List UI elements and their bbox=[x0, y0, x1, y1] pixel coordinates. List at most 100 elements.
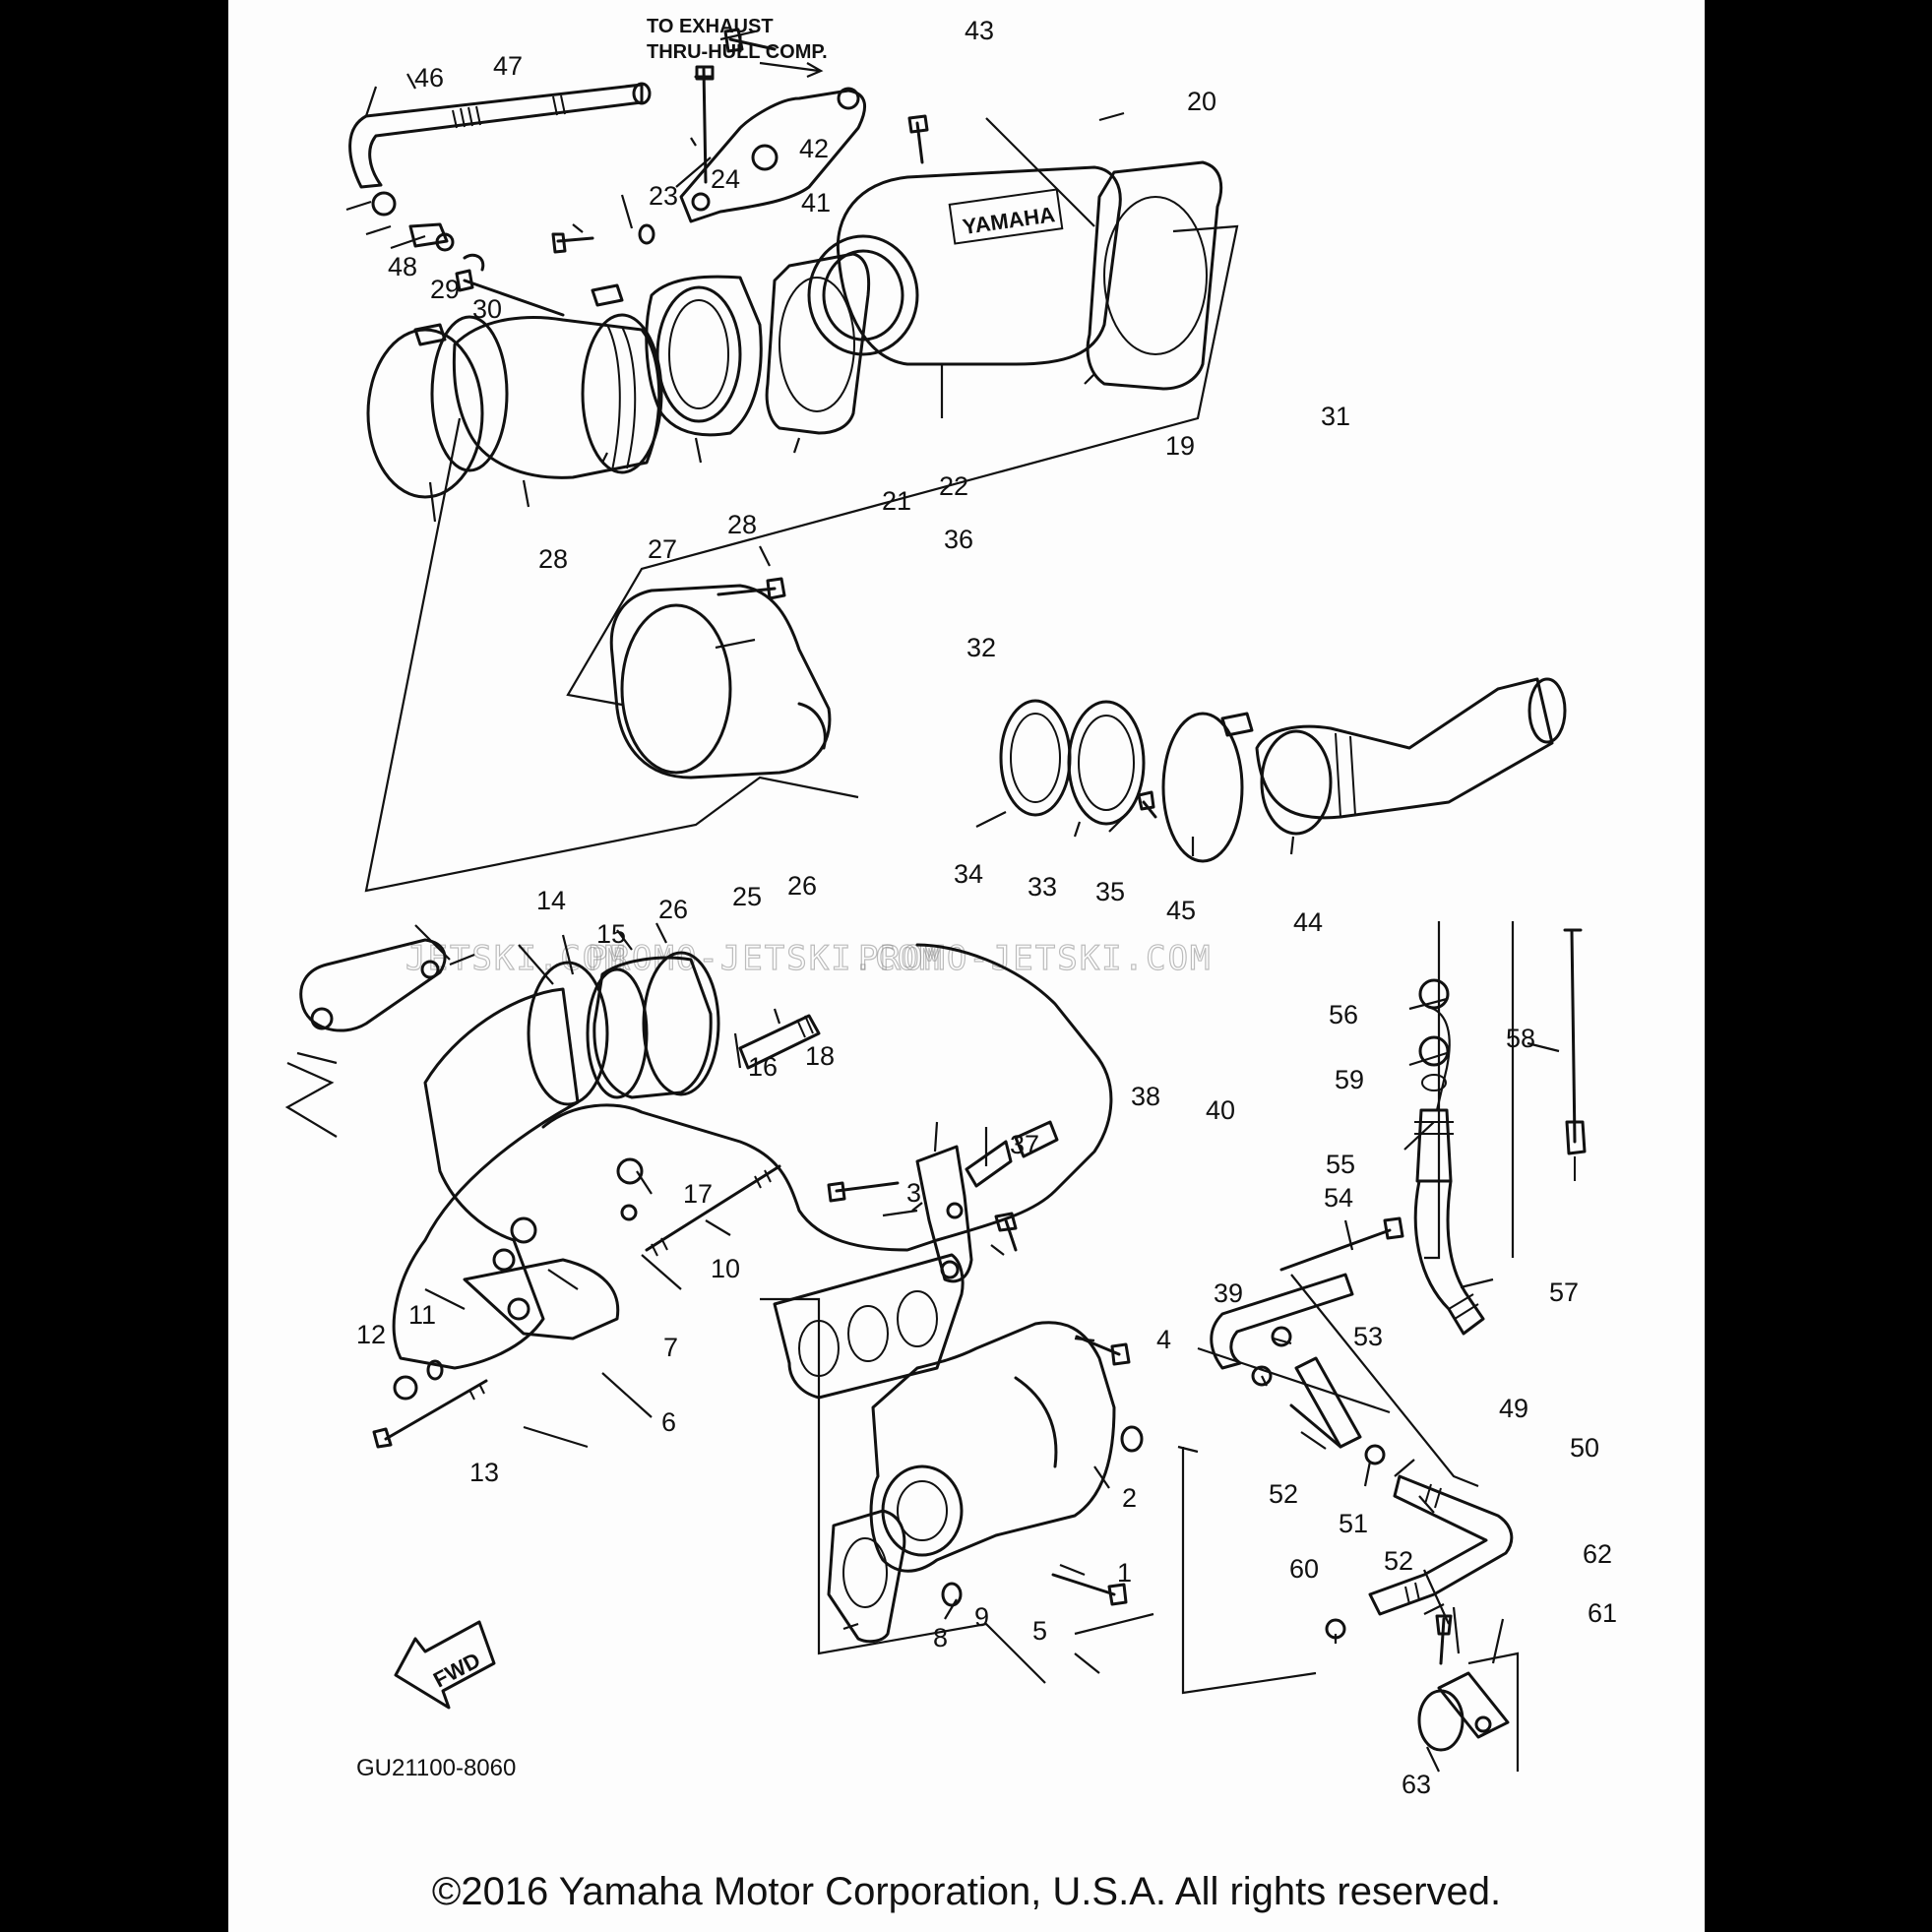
callout-47: 47 bbox=[493, 51, 523, 81]
hose-clamp-45 bbox=[1161, 712, 1254, 863]
exhaust-note-line1: TO EXHAUST bbox=[647, 16, 774, 37]
joint-25 bbox=[586, 956, 713, 1099]
bolt-43 bbox=[723, 28, 777, 53]
exhaust-manifold-6 bbox=[392, 987, 620, 1370]
elbow-32 bbox=[609, 584, 832, 779]
water-line-56 bbox=[1430, 1006, 1451, 1111]
callout-18: 18 bbox=[805, 1041, 835, 1071]
exhaust-parts-diagram: JETSKI.COM PROMO-JETSKI.COM PROMO-JETSKI… bbox=[284, 16, 1617, 1799]
leader-lines bbox=[345, 30, 1560, 1773]
callout-4: 4 bbox=[1156, 1325, 1171, 1354]
callout-52a: 52 bbox=[1269, 1479, 1298, 1509]
gasket-8 bbox=[827, 1509, 906, 1644]
exhaust-pipe-1 bbox=[869, 1321, 1116, 1573]
fwd-arrow-icon bbox=[394, 1620, 496, 1710]
exhaust-note-line2: THRU-HULL COMP. bbox=[647, 41, 828, 63]
callout-63: 63 bbox=[1402, 1770, 1431, 1799]
bolt-39 bbox=[994, 1212, 1018, 1252]
callout-26a: 26 bbox=[658, 895, 688, 924]
bolt-23 bbox=[551, 232, 594, 254]
callout-15: 15 bbox=[596, 919, 626, 949]
callout-34: 34 bbox=[954, 859, 983, 889]
callout-23: 23 bbox=[649, 181, 678, 211]
dowel-9 bbox=[941, 1582, 963, 1607]
callout-38: 38 bbox=[1131, 1082, 1160, 1111]
fwd-label: FWD bbox=[429, 1648, 484, 1693]
callout-35: 35 bbox=[1095, 877, 1125, 906]
bolt-13 bbox=[372, 1379, 488, 1449]
plate-33 bbox=[1067, 700, 1146, 826]
callout-11: 11 bbox=[408, 1300, 436, 1330]
callout-45: 45 bbox=[1166, 896, 1196, 925]
callout-52b: 52 bbox=[1384, 1546, 1413, 1576]
bolt-35 bbox=[1137, 790, 1157, 819]
assembly-lines-top bbox=[364, 224, 1239, 893]
bolt-54 bbox=[1279, 1216, 1404, 1272]
assembly-lines-right bbox=[1181, 1274, 1479, 1695]
hose-clamp-48 bbox=[371, 191, 397, 217]
bolt-4 bbox=[1075, 1335, 1131, 1366]
hose-16-18 bbox=[738, 1014, 821, 1070]
water-line bbox=[541, 943, 1113, 1252]
callout-62: 62 bbox=[1583, 1539, 1612, 1569]
nut-59 bbox=[1418, 1035, 1450, 1091]
bolt-5 bbox=[1051, 1573, 1128, 1606]
callout-53: 53 bbox=[1353, 1322, 1383, 1351]
hose-clamp-28b bbox=[581, 283, 663, 474]
pin-27 bbox=[455, 269, 565, 317]
callout-51: 51 bbox=[1339, 1509, 1368, 1538]
callout-22: 22 bbox=[939, 471, 968, 501]
nut-15 bbox=[420, 960, 440, 979]
callout-61: 61 bbox=[1588, 1598, 1617, 1628]
callout-21: 21 bbox=[882, 486, 911, 516]
hose-clamp-52a bbox=[1251, 1365, 1273, 1387]
exhaust-hose-44 bbox=[1255, 677, 1567, 836]
clamp-61 bbox=[1437, 1671, 1510, 1739]
hose-clamp-26a bbox=[527, 961, 609, 1106]
cap-56 bbox=[1418, 978, 1450, 1010]
nut-12 bbox=[393, 1375, 418, 1401]
callout-26b: 26 bbox=[787, 871, 817, 901]
callout-43: 43 bbox=[965, 16, 994, 45]
hose-clamp-26b bbox=[642, 951, 720, 1096]
callout-17: 17 bbox=[683, 1179, 713, 1209]
callout-60: 60 bbox=[1289, 1554, 1319, 1584]
watermark-right: PROMO-JETSKI.COM bbox=[858, 939, 1213, 978]
joint-27 bbox=[430, 315, 661, 479]
callout-58: 58 bbox=[1506, 1024, 1535, 1053]
bracket-41 bbox=[679, 87, 867, 223]
callout-59: 59 bbox=[1335, 1065, 1364, 1094]
callout-6: 6 bbox=[661, 1407, 676, 1437]
bolt-36 bbox=[717, 577, 786, 600]
callout-42: 42 bbox=[799, 134, 829, 163]
callout-24: 24 bbox=[711, 164, 740, 194]
callout-7: 7 bbox=[663, 1333, 678, 1362]
callout-29: 29 bbox=[430, 275, 460, 304]
callout-13: 13 bbox=[469, 1458, 499, 1487]
hose-49-50 bbox=[1368, 1474, 1514, 1616]
callout-40: 40 bbox=[1206, 1095, 1235, 1125]
callout-55: 55 bbox=[1326, 1150, 1355, 1179]
callout-10: 10 bbox=[711, 1254, 740, 1283]
clip-30 bbox=[463, 253, 485, 272]
callout-37: 37 bbox=[1010, 1130, 1039, 1159]
fitting-40 bbox=[965, 1120, 1059, 1188]
callout-48: 48 bbox=[388, 252, 417, 281]
callout-3: 3 bbox=[906, 1178, 921, 1208]
assembly-lines-61 bbox=[1452, 1606, 1520, 1772]
callout-14: 14 bbox=[536, 886, 566, 915]
stud-10 bbox=[645, 1164, 781, 1257]
parts-diagram-sheet: JETSKI.COM PROMO-JETSKI.COM PROMO-JETSKI… bbox=[228, 0, 1705, 1932]
y-fitting-51 bbox=[1289, 1356, 1362, 1449]
hose-clamp-28a bbox=[366, 323, 484, 499]
callout-49: 49 bbox=[1499, 1394, 1528, 1423]
callout-30: 30 bbox=[472, 294, 502, 324]
hose-clamp-52b bbox=[1364, 1444, 1386, 1465]
callout-28a: 28 bbox=[538, 544, 568, 574]
callout-20: 20 bbox=[1187, 87, 1216, 116]
callout-36: 36 bbox=[944, 525, 973, 554]
callout-9: 9 bbox=[974, 1602, 989, 1632]
hose-clamp-53 bbox=[1271, 1326, 1292, 1347]
exhaust-note-arrow bbox=[759, 61, 824, 79]
callout-28b: 28 bbox=[727, 510, 757, 539]
